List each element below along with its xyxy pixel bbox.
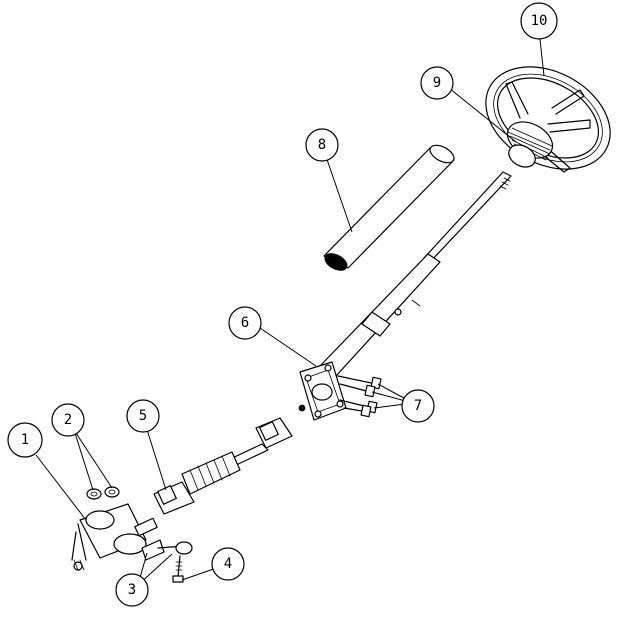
- callout-1: 1: [7, 422, 43, 458]
- steering-wheel: [485, 66, 611, 173]
- hub-nut: [506, 121, 554, 168]
- callout-10-label: 10: [531, 13, 548, 29]
- callout-9-label: 9: [433, 75, 441, 91]
- callout-8: 8: [305, 128, 339, 162]
- sleeve-tube: [323, 144, 455, 271]
- callout-5: 5: [126, 399, 160, 433]
- mount-plate: [299, 361, 347, 421]
- callout-10: 10: [520, 2, 558, 40]
- callout-1-label: 1: [21, 432, 29, 448]
- mount-bolts: [298, 375, 382, 418]
- callout-4-label: 4: [224, 556, 232, 572]
- steering-gearbox: [71, 503, 158, 571]
- callout-4: 4: [211, 547, 245, 581]
- callout-3-label: 3: [128, 582, 136, 598]
- ball-joint-pin: [172, 555, 184, 583]
- steering-shaft: [319, 171, 512, 377]
- callout-6: 6: [228, 306, 262, 340]
- callout-3: 3: [115, 573, 149, 607]
- callout-6-label: 6: [241, 315, 249, 331]
- callout-7-label: 7: [414, 398, 422, 414]
- callout-7: 7: [401, 389, 435, 423]
- callout-2: 2: [51, 403, 85, 437]
- nuts: [86, 486, 120, 500]
- tie-rod-ends: [141, 539, 193, 561]
- intermediate-shaft: [153, 417, 293, 515]
- callout-5-label: 5: [139, 408, 147, 424]
- callout-2-label: 2: [64, 412, 72, 428]
- leader-lines: [35, 20, 545, 586]
- callout-9: 9: [420, 66, 454, 100]
- callout-8-label: 8: [318, 137, 326, 153]
